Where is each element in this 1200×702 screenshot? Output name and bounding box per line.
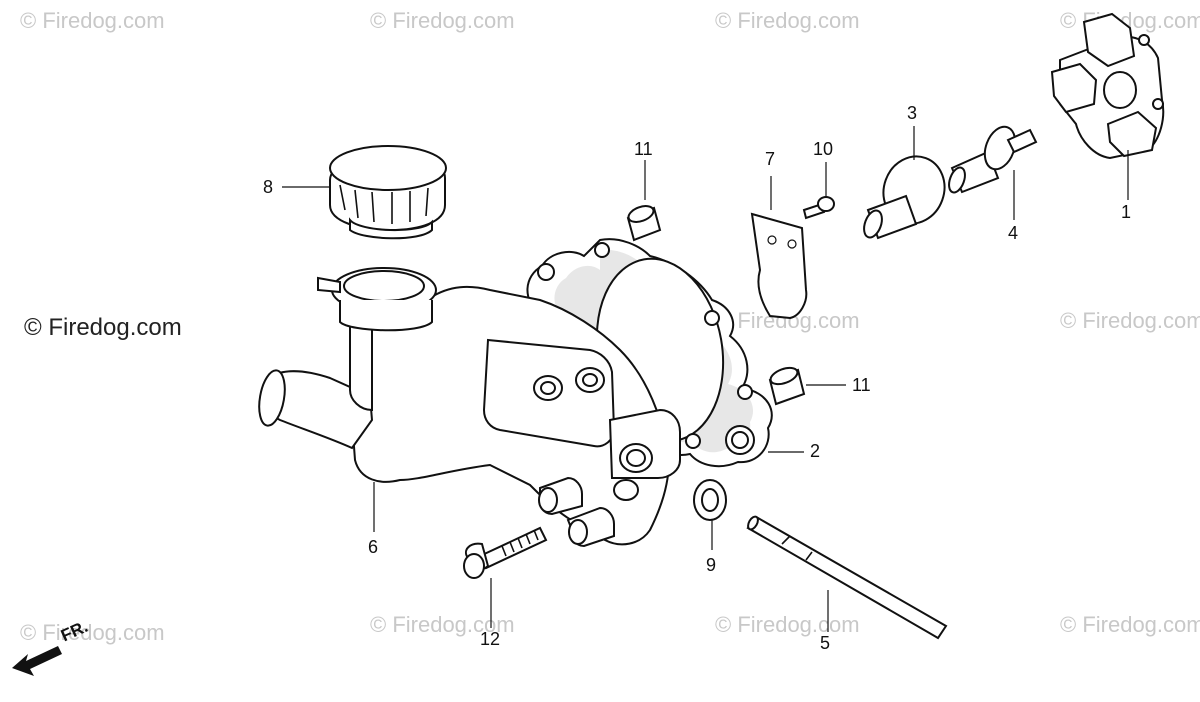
pump-body-part: [258, 267, 681, 548]
cap-part: [329, 145, 447, 240]
leader-lines: [282, 126, 1129, 632]
driven-gear-part: [1050, 12, 1165, 160]
callout-4: 4: [1008, 223, 1019, 243]
oil-seal-part: [693, 479, 727, 521]
callout-2: 2: [810, 441, 821, 461]
watermark: © Firedog.com: [370, 8, 515, 33]
front-direction-arrow: [12, 646, 62, 676]
watermark: © Firedog.com: [20, 620, 165, 645]
dowel-pin-part: [626, 205, 662, 242]
impeller-part: [948, 125, 1038, 194]
watermark: © Firedog.com: [715, 8, 860, 33]
callout-10: 10: [813, 139, 834, 159]
watermark: © Firedog.com: [1060, 308, 1200, 333]
watermark: © Firedog.com: [1060, 612, 1200, 637]
seal-part: [863, 155, 946, 240]
callout-3: 3: [907, 103, 918, 123]
shaft-part: [746, 515, 948, 640]
small-bolt-part: [802, 196, 835, 220]
callout-5: 5: [820, 633, 831, 653]
dowel-pin-part: [768, 366, 806, 406]
callout-11-top: 11: [634, 139, 653, 159]
callout-1: 1: [1121, 202, 1132, 222]
callout-11-right: 11: [852, 375, 871, 395]
callout-9: 9: [706, 555, 717, 575]
watermark-main: © Firedog.com: [24, 314, 182, 341]
callout-6: 6: [368, 537, 379, 557]
callout-7: 7: [765, 149, 776, 169]
watermark: © Firedog.com: [20, 8, 165, 33]
bolt-part: [463, 526, 548, 579]
watermark: © Firedog.com: [715, 612, 860, 637]
callout-12: 12: [480, 629, 501, 649]
callout-8: 8: [263, 177, 274, 197]
bracket-plate-part: [750, 212, 808, 320]
